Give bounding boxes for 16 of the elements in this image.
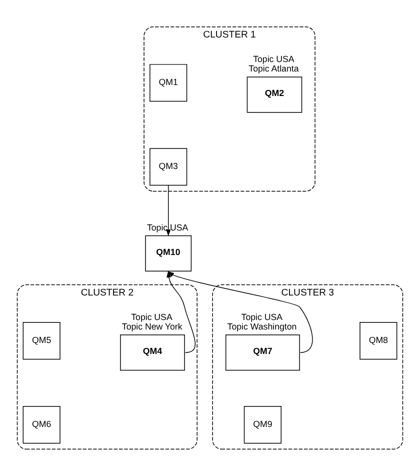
node-box: QM6 [22, 406, 60, 444]
node-label: Topic USA [241, 312, 283, 322]
node-box: QM1 [150, 64, 188, 102]
node-label: Topic Atlanta [248, 64, 299, 74]
node-label: Topic Washington [227, 321, 297, 332]
node-label: Topic USA [131, 312, 172, 322]
node-box: QM9 [244, 406, 282, 444]
node-box: QM5 [22, 322, 60, 360]
arrow [167, 271, 313, 353]
arrow [166, 270, 196, 353]
node-label: Topic New York [122, 321, 182, 332]
node-box: QM8 [360, 322, 398, 360]
node-label: Topic USA [146, 222, 188, 232]
node-box: QM3 [150, 148, 188, 186]
arrow [166, 185, 171, 236]
node-label: Topic USA [253, 54, 294, 64]
